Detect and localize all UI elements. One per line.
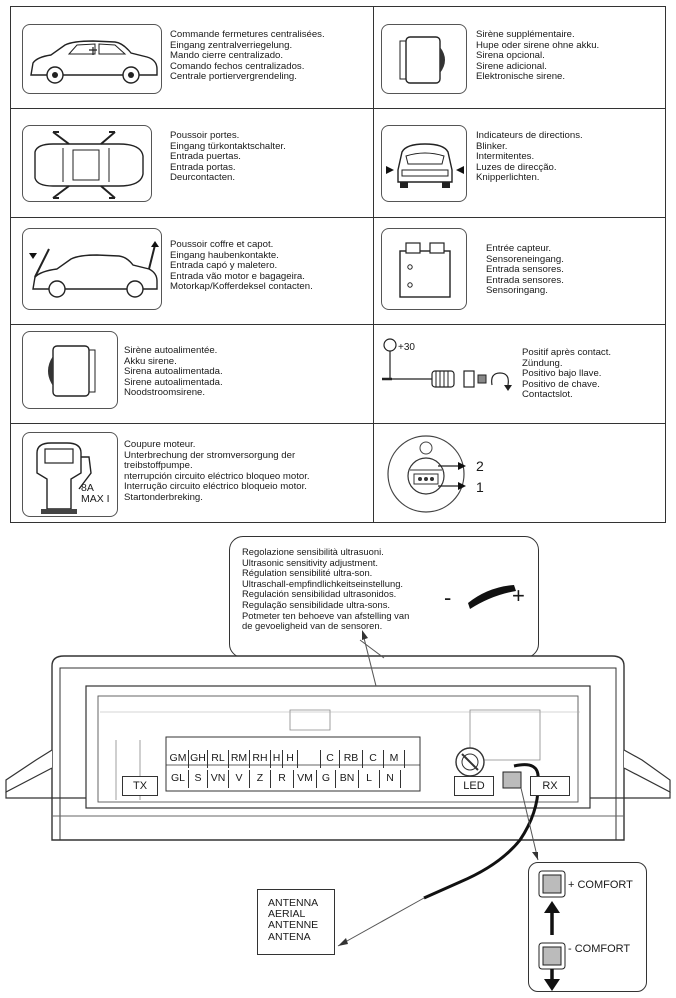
remote-button-1-label: 1	[476, 479, 484, 495]
connector-pin: C	[321, 750, 340, 768]
bonnet-boot-icon	[22, 228, 162, 310]
connector-pin	[298, 750, 321, 768]
sensor-input-icon	[381, 228, 467, 310]
connector-pin: BN	[336, 770, 359, 788]
connector-pin: RB	[340, 750, 363, 768]
sensitivity-callout: Regolazione sensibilità ultrasuoni.Ultra…	[229, 536, 539, 658]
column-divider	[373, 7, 374, 522]
fuel-pump-rating: 8A MAX I	[81, 482, 110, 505]
row-divider	[11, 108, 665, 109]
door-switch-label: Poussoir portes.Eingang türkontaktschalt…	[170, 130, 286, 184]
indicators-icon	[381, 125, 467, 202]
extra-siren-label: Sirène supplémentaire.Hupe oder sirene o…	[476, 29, 600, 83]
callout-leader	[362, 630, 377, 687]
connector-pin: H	[283, 750, 298, 768]
rx-label: RX	[530, 776, 570, 796]
connector-pin: VM	[294, 770, 317, 788]
row-divider	[11, 423, 665, 424]
connection-table	[10, 6, 666, 523]
comfort-minus-label: - COMFORT	[568, 943, 631, 955]
led-label: LED	[454, 776, 494, 796]
sensitivity-plus: +	[512, 583, 525, 608]
connector-pin: Z	[250, 770, 271, 788]
bonnet-switch-label: Poussoir coffre et capot.Eingang haubenk…	[170, 239, 313, 293]
control-unit-drawing	[5, 639, 671, 947]
ignition-label: Positif après contact.Zündung.Positivo b…	[522, 347, 612, 401]
comfort-jumper-drawing	[538, 870, 566, 991]
row-divider	[11, 217, 665, 218]
connector-pin: GH	[189, 750, 208, 768]
connector-pin: RL	[208, 750, 229, 768]
connector-pin: H	[271, 750, 283, 768]
connector-pin: G	[317, 770, 336, 788]
sensitivity-knob-symbol	[468, 585, 516, 609]
fuel-pump-icon	[22, 432, 118, 517]
comfort-plus-label: + COMFORT	[568, 879, 633, 891]
self-powered-siren-label: Sirène autoalimentée.Akku sirene.Sirena …	[124, 345, 223, 399]
sensitivity-label: Regolazione sensibilità ultrasuoni.Ultra…	[242, 546, 410, 632]
remote-control-icon	[387, 435, 466, 513]
row-divider	[11, 324, 665, 325]
central-locking-icon	[22, 24, 162, 94]
connector-pin: GL	[168, 770, 189, 788]
central-locking-label: Commande fermetures centralisées.Eingang…	[170, 29, 325, 83]
connector-pin: M	[384, 750, 405, 768]
ignition-switch-icon	[382, 338, 512, 391]
sensitivity-minus: -	[444, 585, 452, 610]
connector-pin: L	[359, 770, 380, 788]
connector-pin: VN	[208, 770, 229, 788]
tx-label: TX	[122, 776, 158, 796]
siren-icon	[381, 24, 467, 94]
connector-pin: R	[271, 770, 294, 788]
door-switch-icon	[22, 125, 152, 202]
connector-pin: RH	[250, 750, 271, 768]
connector-pin: C	[363, 750, 384, 768]
connector-pin: RM	[229, 750, 250, 768]
engine-cut-label: Coupure moteur.Unterbrechung der stromve…	[124, 439, 310, 503]
indicators-label: Indicateurs de directions.Blinker.Interm…	[476, 130, 583, 184]
connector-pin: GM	[168, 750, 189, 768]
ignition-plus30-label: +30	[398, 342, 415, 353]
sensor-input-label: Entrée capteur.Sensoreneingang.Entrada s…	[486, 243, 564, 297]
comfort-jumper-box: + COMFORT - COMFORT	[528, 862, 647, 992]
connector-pin: N	[380, 770, 401, 788]
battery-siren-icon	[22, 331, 118, 409]
remote-button-2-label: 2	[476, 458, 484, 474]
connector-pin: S	[189, 770, 208, 788]
connector-pin: V	[229, 770, 250, 788]
